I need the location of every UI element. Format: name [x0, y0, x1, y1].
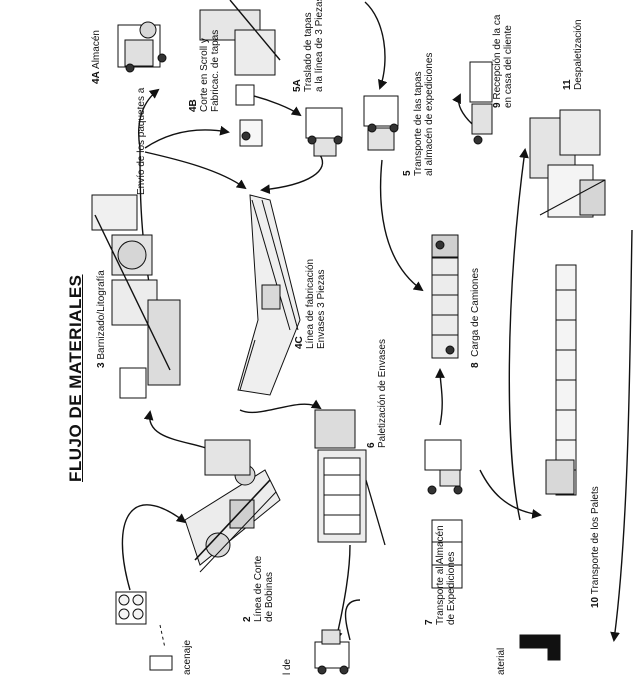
arrow-4c-to-6 [239, 399, 322, 414]
label-carga-camiones-line: Carga de Camiones [470, 267, 481, 357]
coil-stack-icon [115, 591, 173, 671]
label-traslado-tapas-line-1: Traslado de tapas [303, 12, 314, 92]
equipment [91, 0, 606, 675]
label-corte-scroll-line-2: Fabricac. de tapas [210, 29, 221, 112]
pallets-7-icon [424, 439, 463, 589]
arrow-6-to-7 [332, 544, 351, 642]
arrow-4a-to-5 [364, 1, 388, 90]
diagram-title: FLUJO DE MATERIALES [66, 274, 85, 482]
label-transporte-tapas-line-2: al almacén de expediciones [424, 52, 435, 176]
label-almacen-4a: 4A Almacén [91, 30, 102, 84]
label-transporte-palets-line: Transporte de los Palets [590, 486, 601, 595]
arrow-11-down [610, 229, 633, 642]
label-carga-camiones: 8 Carga de Camiones [470, 268, 481, 368]
label-almacenaje: acenaje [182, 640, 193, 675]
label-traslado-tapas: 5A Traslado de tapas a la línea de 3 Pie… [292, 0, 325, 92]
label-transporte-almacen: 7 Transporte al Almacén de Expediciones [424, 525, 457, 625]
forklift-5-icon [363, 95, 399, 151]
station-number-3: 3 [96, 362, 107, 368]
station-number-8: 8 [470, 362, 481, 368]
arrow-almacenaje-to-corte [121, 504, 187, 591]
label-despaletizacion-line: Despaletización [573, 19, 584, 90]
palletizer-icon [314, 409, 386, 546]
arrow-7-to-8 [435, 368, 445, 426]
flow-arrows [121, 1, 633, 642]
label-corte-bobinas-line-2: de Bobinas [264, 571, 275, 622]
station-number-5a: 5A [292, 79, 303, 92]
label-despaletizacion: 11 Despaletización [562, 19, 584, 90]
station-number-9: 9 [492, 102, 503, 108]
label-transporte-tapas: 5 Transporte de las tapas al almacén de … [402, 53, 435, 176]
depalletizer-icon [529, 109, 606, 218]
label-linea-fabricacion-line-1: Línea de fabricación [305, 258, 316, 349]
arrow-5a-to-4c [260, 154, 324, 195]
label-traslado-tapas-line-2: a la línea de 3 Piezas [314, 0, 325, 92]
station-number-4b: 4B [188, 99, 199, 112]
label-linea-fabricacion-line-2: Envases 3 Piezas [316, 269, 327, 350]
label-envio-paquetes: Envío de los paquetes a [136, 88, 147, 195]
label-transporte-palets: 10 Transporte de los Palets [590, 486, 601, 608]
station-number-10: 10 [590, 596, 601, 608]
station-number-11: 11 [562, 79, 573, 90]
label-envio-line: Envío de los paquetes a [136, 87, 147, 195]
label-transporte-left: l de [282, 659, 293, 675]
pallet-conveyor-icon [545, 264, 577, 496]
arrow-bottom-left [344, 599, 361, 641]
label-barnizado-line: Barnizado/Litografía [96, 270, 107, 360]
station-number-5: 5 [402, 170, 413, 176]
label-recepcion-line-1: Recepción de la ca [492, 14, 503, 100]
label-transporte-tapas-line-1: Transporte de las tapas [413, 71, 424, 176]
forklift-5a-icon [305, 107, 343, 157]
can-line-icon [237, 194, 301, 396]
label-almacenaje-line: acenaje [182, 639, 193, 675]
label-recepcion-line-2: en casa del cliente [503, 25, 514, 108]
lithography-line-icon [91, 194, 181, 399]
label-almacen-4a-line: Almacén [91, 30, 102, 69]
label-corte-bobinas: 2 Línea de Corte de Bobinas [242, 556, 275, 622]
arrow-corte-to-barnizado [143, 410, 213, 451]
station-number-2: 2 [242, 616, 253, 622]
station-number-6: 6 [366, 442, 377, 448]
material-block-icon [519, 634, 561, 661]
arrow-envio-to-4b [144, 125, 230, 149]
label-barnizado: 3 Barnizado/Litografía [96, 270, 107, 368]
label-material-line: aterial [496, 647, 507, 675]
label-transporte-almacen-line-2: de Expediciones [446, 551, 457, 625]
label-recepcion: 9 Recepción de la ca en casa del cliente [492, 15, 514, 108]
label-corte-scroll-line-1: Corte en Scroll y [199, 38, 210, 112]
station-number-4c: 4C [294, 336, 305, 349]
scroll-cutting-icon [199, 0, 281, 147]
arrow-5-to-8 [379, 159, 424, 292]
label-material: aterial [496, 648, 507, 675]
label-transporte-left-line: l de [282, 658, 293, 675]
reception-forklift-icon [469, 61, 493, 145]
station-number-4a: 4A [91, 71, 102, 84]
warehouse-4a-icon [117, 21, 167, 73]
arrow-envio-to-4c [144, 151, 247, 190]
arrow-10-to-11 [508, 148, 529, 521]
station-number-7: 7 [424, 619, 435, 625]
label-transporte-almacen-line-1: Transporte al Almacén [435, 525, 446, 625]
label-linea-fabricacion: 4C Línea de fabricación Envases 3 Piezas [294, 259, 327, 349]
truck-loading-icon [431, 234, 459, 359]
label-paletizacion: 6 Paletización de Envases [366, 339, 388, 448]
label-paletizacion-line: Paletización de Envases [377, 339, 388, 448]
slitting-line-icon [184, 439, 281, 573]
forklift-icon [314, 629, 350, 675]
label-corte-bobinas-line-1: Línea de Corte [253, 555, 264, 622]
arrow-9-to-10 [479, 469, 542, 519]
arrow-4b-to-5a [249, 94, 302, 117]
label-corte-scroll: 4B Corte en Scroll y Fabricac. de tapas [188, 30, 221, 112]
arrow-envio-to-4a [138, 88, 160, 149]
